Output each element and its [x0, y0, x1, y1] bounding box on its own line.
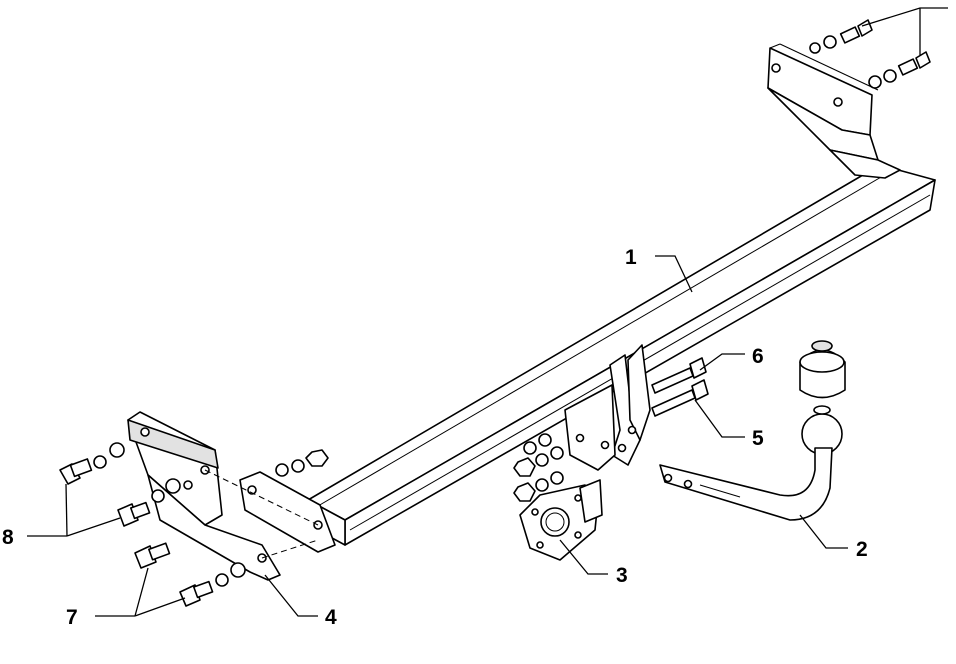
- long-bolt-lower: [651, 379, 709, 417]
- left-side-bracket: [127, 411, 319, 581]
- left-lower-bolt-upper: [134, 542, 171, 569]
- callout-7: 7: [66, 606, 78, 629]
- callout-6: 6: [752, 345, 764, 368]
- left-upper-bolt-set: [59, 442, 125, 485]
- callout-4: 4: [325, 606, 337, 629]
- left-end-bracket: [239, 471, 336, 553]
- left-mid-bolt-set: [117, 478, 181, 527]
- crossbar-beam: [307, 164, 936, 546]
- callout-1: 1: [625, 246, 637, 269]
- centre-mount-plates: [564, 344, 651, 471]
- right-mounting-bracket: [767, 43, 901, 179]
- callout-5: 5: [752, 427, 764, 450]
- end-bracket-nuts: [275, 449, 329, 477]
- callout-8: 8: [2, 526, 14, 549]
- callout-3: 3: [616, 564, 628, 587]
- socket-plate: [519, 479, 603, 561]
- left-lower-bolt-lower: [179, 562, 246, 607]
- leader-lines: [27, 7, 948, 617]
- right-bracket-bolt-upper: [809, 19, 873, 54]
- long-bolt-upper: [651, 357, 707, 394]
- tow-ball-assembly: [659, 340, 846, 521]
- callout-2: 2: [856, 538, 868, 561]
- centre-nuts-washers: [513, 433, 564, 502]
- right-bracket-bolt-lower: [868, 51, 931, 89]
